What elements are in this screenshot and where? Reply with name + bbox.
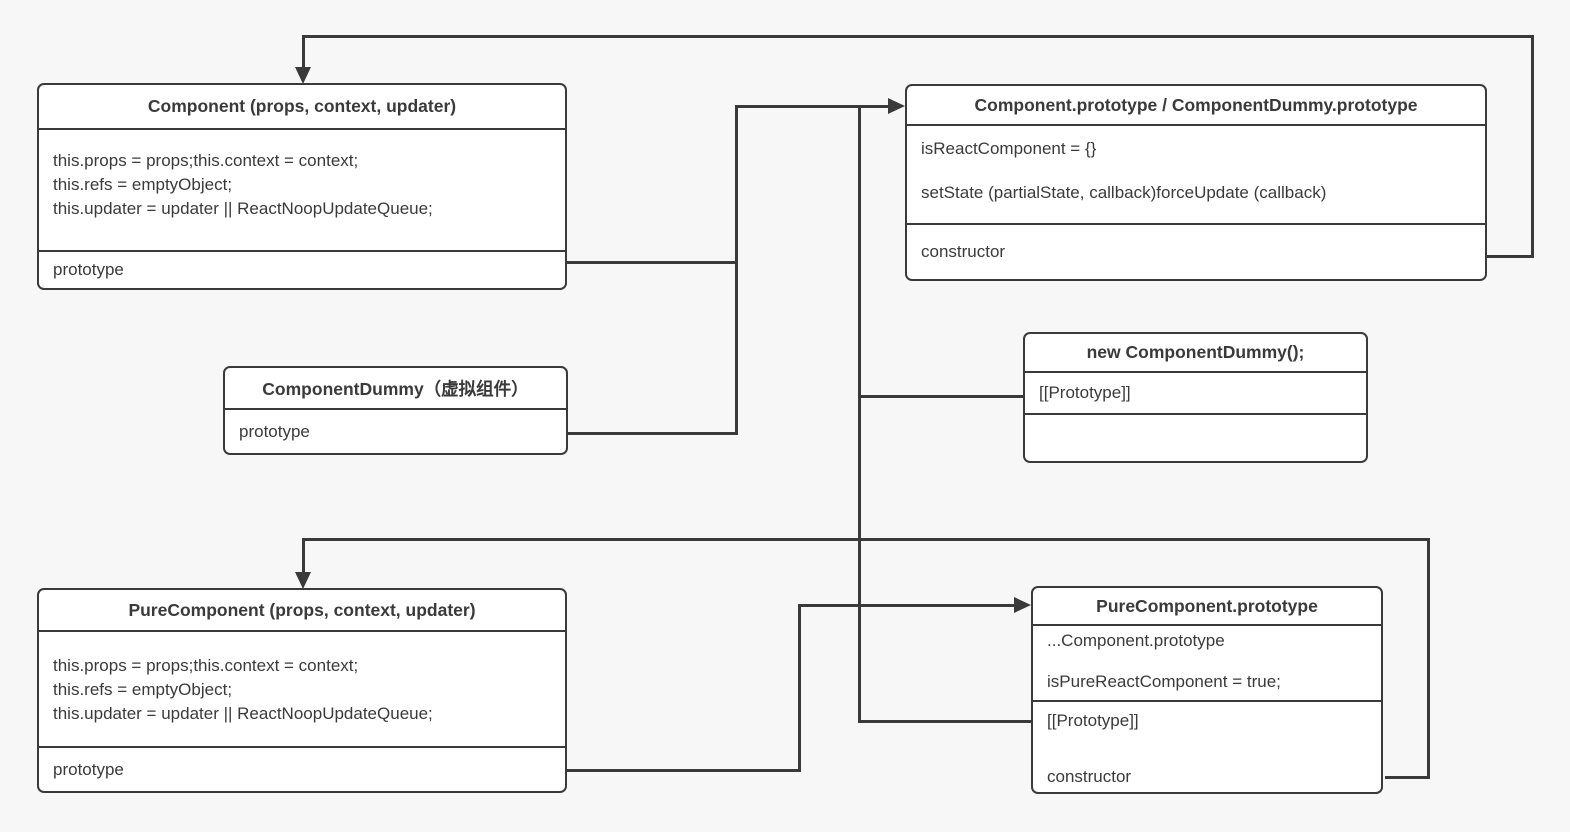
- prototype-slot-field: [[Prototype]]: [1025, 373, 1366, 415]
- component-class-title: Component (props, context, updater): [39, 85, 565, 130]
- component-prototype-body: isReactComponent = {} setState (partialS…: [907, 126, 1485, 225]
- line-segment: [302, 35, 1534, 38]
- constructor-field: constructor: [921, 242, 1006, 261]
- code-line: this.updater = updater || ReactNoopUpdat…: [53, 199, 433, 218]
- line-segment: [858, 395, 1023, 398]
- code-line: setState (partialState, callback)forceUp…: [921, 183, 1327, 202]
- code-line: ...Component.prototype: [1047, 631, 1225, 650]
- prototype-field: prototype: [53, 759, 124, 779]
- component-prototype-title: Component.prototype / ComponentDummy.pro…: [907, 86, 1485, 126]
- pure-component-prototype-body: ...Component.prototype isPureReactCompon…: [1033, 626, 1381, 702]
- pure-component-prototype-title: PureComponent.prototype: [1033, 588, 1381, 626]
- line-segment: [735, 105, 890, 108]
- code-line: this.props = props;this.context = contex…: [53, 656, 359, 675]
- pure-component-prototype-box: PureComponent.prototype ...Component.pro…: [1031, 586, 1383, 794]
- line-segment: [302, 538, 1430, 541]
- prototype-slot-field: [[Prototype]]: [1047, 711, 1139, 730]
- line-segment: [1531, 35, 1534, 258]
- line-segment: [567, 261, 738, 264]
- component-dummy-box: ComponentDummy（虚拟组件） prototype: [223, 366, 568, 455]
- prototype-field: prototype: [239, 421, 310, 441]
- code-line: this.props = props;this.context = contex…: [53, 151, 359, 170]
- line-segment: [798, 604, 801, 772]
- line-segment: [798, 604, 1018, 607]
- line-segment: [567, 769, 801, 772]
- line-segment: [1487, 255, 1534, 258]
- empty-field: [1025, 415, 1366, 461]
- arrowhead-down-icon: [295, 67, 311, 84]
- new-component-dummy-title: new ComponentDummy();: [1025, 334, 1366, 373]
- pure-component-class-title: PureComponent (props, context, updater): [39, 590, 565, 632]
- code-line: isPureReactComponent = true;: [1047, 672, 1281, 691]
- code-line: this.updater = updater || ReactNoopUpdat…: [53, 704, 433, 723]
- line-segment: [302, 538, 305, 572]
- line-segment: [1427, 538, 1430, 779]
- code-line: this.refs = emptyObject;: [53, 175, 233, 194]
- code-line: this.refs = emptyObject;: [53, 680, 233, 699]
- component-prototype-box: Component.prototype / ComponentDummy.pro…: [905, 84, 1487, 281]
- component-constructor-body: this.props = props;this.context = contex…: [39, 130, 565, 252]
- line-segment: [302, 35, 305, 68]
- line-segment: [858, 720, 1031, 723]
- prototype-field: prototype: [53, 260, 124, 279]
- pure-component-prototype-slots: [[Prototype]] constructor: [1033, 702, 1381, 792]
- code-line: isReactComponent = {}: [921, 139, 1097, 158]
- component-class-box: Component (props, context, updater) this…: [37, 83, 567, 290]
- line-segment: [735, 105, 738, 435]
- new-component-dummy-box: new ComponentDummy(); [[Prototype]]: [1023, 332, 1368, 463]
- component-dummy-title: ComponentDummy（虚拟组件）: [225, 368, 566, 410]
- arrowhead-right-icon: [1014, 597, 1031, 613]
- constructor-field: constructor: [1047, 767, 1132, 786]
- line-segment: [568, 432, 738, 435]
- line-segment: [858, 105, 861, 723]
- arrowhead-down-icon: [295, 572, 311, 589]
- arrowhead-right-icon: [888, 98, 905, 114]
- line-segment: [1385, 776, 1430, 779]
- pure-component-constructor-body: this.props = props;this.context = contex…: [39, 632, 565, 748]
- pure-component-class-box: PureComponent (props, context, updater) …: [37, 588, 567, 793]
